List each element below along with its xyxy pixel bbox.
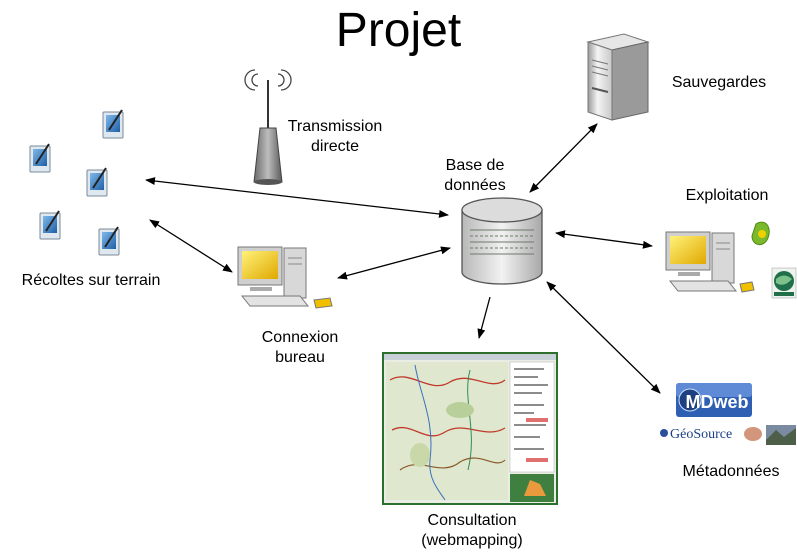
consultation-label: Consultation (webmapping)	[390, 511, 554, 551]
tablet-icon	[102, 109, 124, 139]
antenna-tower-icon	[244, 69, 292, 185]
arrow-database-consultation	[477, 296, 491, 339]
arrow-database-exploitation	[555, 230, 653, 249]
recoltes-tablets	[29, 109, 124, 256]
esri-logo-icon	[771, 267, 797, 299]
consultation-label-line1: Consultation	[427, 512, 517, 529]
mdweb-logo-text: MDweb	[686, 392, 749, 412]
tablet-icon	[29, 143, 51, 173]
page-title: Projet	[335, 4, 462, 57]
tablet-icon	[98, 226, 120, 256]
arrow-recoltes-connexion	[149, 219, 233, 273]
transmission-label-line1: Transmission	[287, 118, 383, 135]
database-label-line1: Base de	[445, 157, 505, 174]
connexion-label-line2: bureau	[275, 349, 325, 366]
connexion-label: Connexion bureau	[240, 328, 360, 368]
workstation-icon	[665, 231, 755, 293]
exploitation-label: Exploitation	[685, 187, 769, 204]
database-icon	[461, 197, 543, 285]
tablet-icon	[39, 210, 61, 240]
metadonnees-label: Métadonnées	[682, 463, 780, 480]
recoltes-label: Récoltes sur terrain	[21, 272, 161, 289]
connexion-label-line1: Connexion	[261, 329, 339, 346]
arrow-database-sauvegardes	[529, 123, 598, 193]
transmission-label: Transmission directe	[270, 117, 400, 157]
arrow-recoltes-database	[145, 177, 449, 218]
geosource-logo-text: GéoSource	[670, 427, 732, 442]
mdweb-logo: MDweb	[676, 383, 752, 417]
database-label: Base de données	[420, 156, 530, 196]
sauvegardes-label: Sauvegardes	[671, 74, 767, 91]
qgis-logo-icon	[751, 221, 770, 245]
tablet-icon	[86, 167, 108, 197]
server-icon	[586, 33, 650, 121]
database-label-line2: données	[444, 177, 506, 194]
arrow-connexion-database	[337, 246, 451, 280]
geosource-logo: GéoSource	[660, 425, 796, 445]
map-screenshot-icon	[382, 352, 558, 505]
transmission-label-line2: directe	[310, 138, 360, 155]
arrow-database-metadonnees	[546, 281, 661, 394]
arrows	[145, 123, 661, 394]
consultation-label-line2: (webmapping)	[421, 532, 523, 549]
workstation-icon	[237, 246, 333, 309]
